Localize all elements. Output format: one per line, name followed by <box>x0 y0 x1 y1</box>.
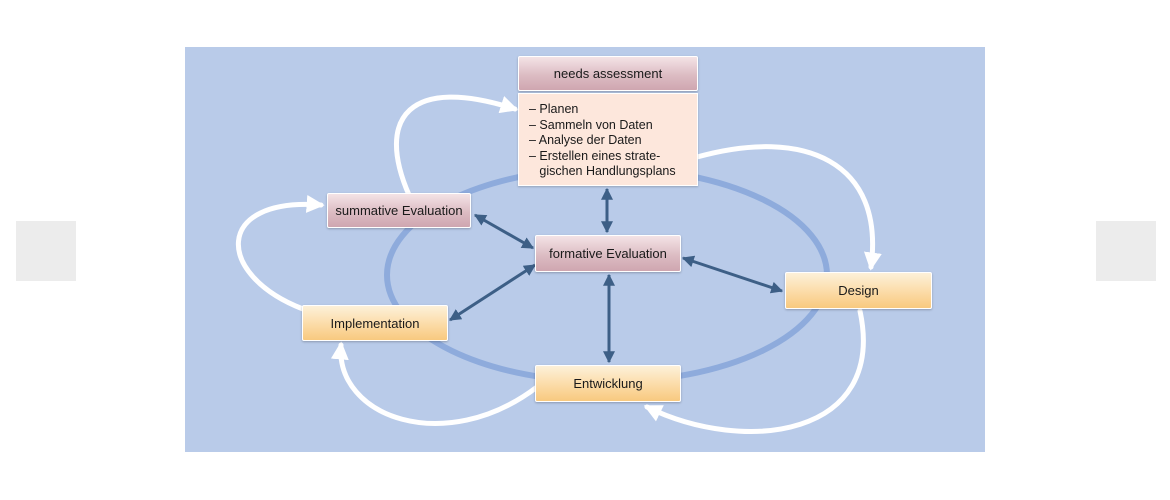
arrow-entwicklung-to-implementation <box>330 341 540 426</box>
link-formative-design <box>681 255 784 294</box>
arrow-summative-to-needs <box>393 94 519 198</box>
diagram-figure: needs assessment – Planen – Sammeln von … <box>185 47 985 452</box>
needs-item-analyse: – Analyse der Daten <box>529 133 642 147</box>
arrow-design-to-entwicklung <box>643 308 866 434</box>
summative-evaluation-box: summative Evaluation <box>327 193 471 228</box>
entwicklung-box: Entwicklung <box>535 365 681 402</box>
prev-slide-button[interactable] <box>16 221 76 281</box>
arrow-implementation-to-summative <box>235 194 325 312</box>
implementation-box: Implementation <box>302 305 448 341</box>
link-summative-formative <box>473 213 535 250</box>
design-box: Design <box>785 272 932 309</box>
needs-item-sammeln: – Sammeln von Daten <box>529 117 653 132</box>
formative-evaluation-box: formative Evaluation <box>535 235 681 272</box>
link-formative-implementation <box>448 263 537 322</box>
needs-assessment-box: needs assessment <box>518 56 698 91</box>
next-slide-button[interactable] <box>1096 221 1156 281</box>
needs-item-planen: – Planen <box>529 102 579 116</box>
arrow-needs-to-design <box>694 144 882 271</box>
needs-item-handlungsplan: gischen Handlungsplans <box>529 164 676 178</box>
needs-item-erstellen: – Erstellen eines strate- <box>529 148 661 163</box>
needs-assessment-details: – Planen – Sammeln von Daten – Analyse d… <box>518 93 698 186</box>
